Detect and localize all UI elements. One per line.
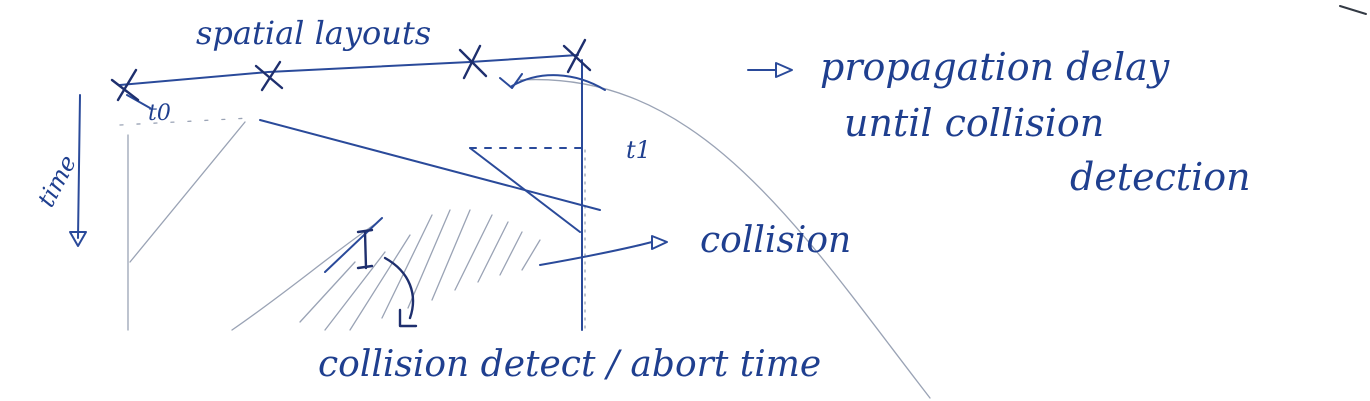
left-wavefront-line bbox=[129, 121, 246, 263]
station-markers bbox=[110, 38, 592, 328]
t1-label: t1 bbox=[626, 136, 651, 164]
time-axis-label: time bbox=[32, 151, 82, 212]
collision-detect-abort-label: collision detect / abort time bbox=[318, 344, 821, 385]
station-wavefront-line bbox=[469, 147, 581, 233]
collision-hatch-region bbox=[299, 209, 541, 331]
until-collision-label: until collision bbox=[844, 101, 1104, 145]
t0-dashed-line bbox=[119, 117, 251, 126]
time-axis-arrow-line bbox=[77, 94, 81, 239]
propagation-arrow-head bbox=[775, 62, 793, 78]
collision-pointer-curve bbox=[539, 244, 641, 266]
collision-detect-bar bbox=[356, 228, 374, 270]
spatial-layout-upper-line bbox=[259, 119, 601, 211]
t0-pointer-line bbox=[126, 94, 151, 109]
left-collision-wavefront bbox=[324, 217, 383, 273]
t0-label: t0 bbox=[148, 101, 171, 126]
propagation-hook-arrow bbox=[499, 73, 606, 91]
lower-wavefront-line bbox=[231, 221, 379, 331]
spatial-layout-baseline bbox=[119, 54, 579, 86]
long-propagation-curve bbox=[519, 78, 931, 399]
station-x-marker-3 bbox=[458, 44, 488, 80]
collision-label: collision bbox=[700, 220, 851, 261]
detection-label: detection bbox=[1070, 155, 1251, 199]
ink-sketch-lines bbox=[69, 54, 793, 331]
collision-arrow-line bbox=[639, 241, 653, 246]
station-x-marker-1 bbox=[110, 68, 140, 102]
propagation-delay-label: propagation delay bbox=[820, 45, 1170, 89]
abort-time-curve-arrow bbox=[383, 256, 418, 328]
collision-arrow-head bbox=[651, 235, 668, 250]
time-axis-arrow-head bbox=[69, 231, 87, 247]
spatial-layout-label: spatial layouts bbox=[196, 14, 431, 52]
station-x-marker-4 bbox=[562, 38, 592, 74]
pencil-sketch-lines bbox=[119, 78, 931, 399]
corner-ink-mark bbox=[1339, 5, 1367, 15]
station-x-marker-2 bbox=[254, 60, 284, 92]
